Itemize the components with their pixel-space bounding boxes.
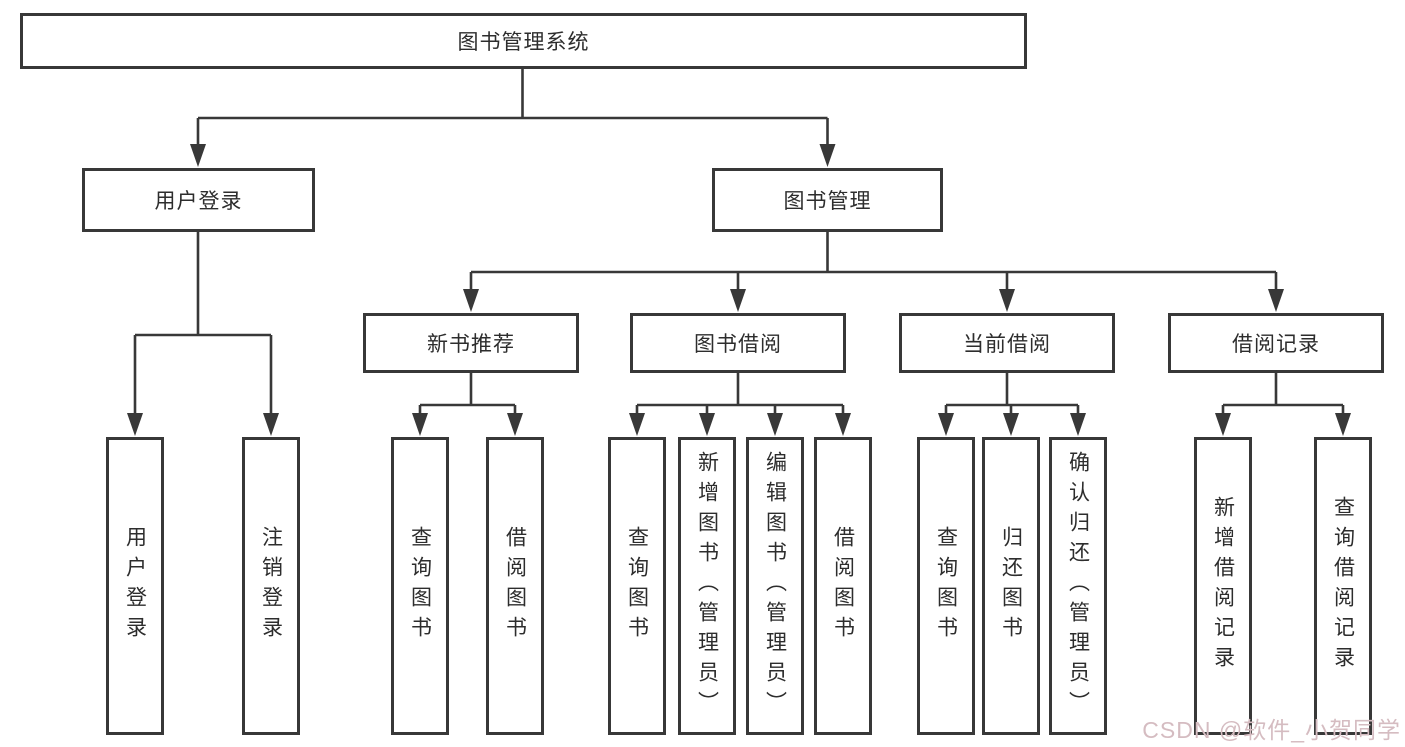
node-new-book-recommend: 新书推荐 <box>363 313 579 373</box>
node-current-borrowing: 当前借阅 <box>899 313 1115 373</box>
node-leaf-query-books-recommend: 查询图书 <box>391 437 449 735</box>
node-leaf-borrow-books-recommend: 借阅图书 <box>486 437 544 735</box>
node-leaf-add-books-admin: 新增图书（管理员） <box>678 437 736 735</box>
node-leaf-logout-label: 注销登录 <box>259 526 283 646</box>
node-leaf-query-books-borrowing: 查询图书 <box>608 437 666 735</box>
connector-book-management-to-children <box>463 232 1284 312</box>
node-borrowing-records: 借阅记录 <box>1168 313 1384 373</box>
node-leaf-borrow-books-label: 借阅图书 <box>831 526 855 646</box>
node-leaf-edit-books-admin: 编辑图书（管理员） <box>746 437 804 735</box>
node-leaf-confirm-return-admin-label: 确认归还（管理员） <box>1066 451 1090 721</box>
node-leaf-confirm-return-admin: 确认归还（管理员） <box>1049 437 1107 735</box>
node-leaf-user-login: 用户登录 <box>106 437 164 735</box>
node-leaf-add-borrow-record-label: 新增借阅记录 <box>1211 496 1235 676</box>
connector-root-to-level2 <box>190 69 836 167</box>
node-leaf-return-books-label: 归还图书 <box>999 526 1023 646</box>
connector-borrowing-records-to-children <box>1215 373 1351 436</box>
csdn-watermark: CSDN @软件_小贺同学 <box>1142 717 1401 743</box>
node-leaf-return-books: 归还图书 <box>982 437 1040 735</box>
connector-current-borrowing-to-children <box>938 373 1086 436</box>
node-book-borrowing: 图书借阅 <box>630 313 846 373</box>
node-leaf-edit-books-admin-label: 编辑图书（管理员） <box>763 451 787 721</box>
node-leaf-borrow-books: 借阅图书 <box>814 437 872 735</box>
node-leaf-query-books-current-label: 查询图书 <box>934 526 958 646</box>
node-leaf-query-borrow-record-label: 查询借阅记录 <box>1331 496 1355 676</box>
node-leaf-query-books-current: 查询图书 <box>917 437 975 735</box>
connector-user-login-to-children <box>127 232 279 436</box>
node-user-login: 用户登录 <box>82 168 315 232</box>
connector-book-borrowing-to-children <box>629 373 851 436</box>
node-leaf-add-books-admin-label: 新增图书（管理员） <box>695 451 719 721</box>
node-root-library-system: 图书管理系统 <box>20 13 1027 69</box>
node-leaf-query-books-borrowing-label: 查询图书 <box>625 526 649 646</box>
node-leaf-query-borrow-record: 查询借阅记录 <box>1314 437 1372 735</box>
node-leaf-logout: 注销登录 <box>242 437 300 735</box>
node-leaf-borrow-books-recommend-label: 借阅图书 <box>503 526 527 646</box>
node-book-management: 图书管理 <box>712 168 943 232</box>
node-leaf-user-login-label: 用户登录 <box>123 526 147 646</box>
connector-new-book-recommend-to-children <box>412 373 523 436</box>
node-leaf-add-borrow-record: 新增借阅记录 <box>1194 437 1252 735</box>
node-leaf-query-books-recommend-label: 查询图书 <box>408 526 432 646</box>
